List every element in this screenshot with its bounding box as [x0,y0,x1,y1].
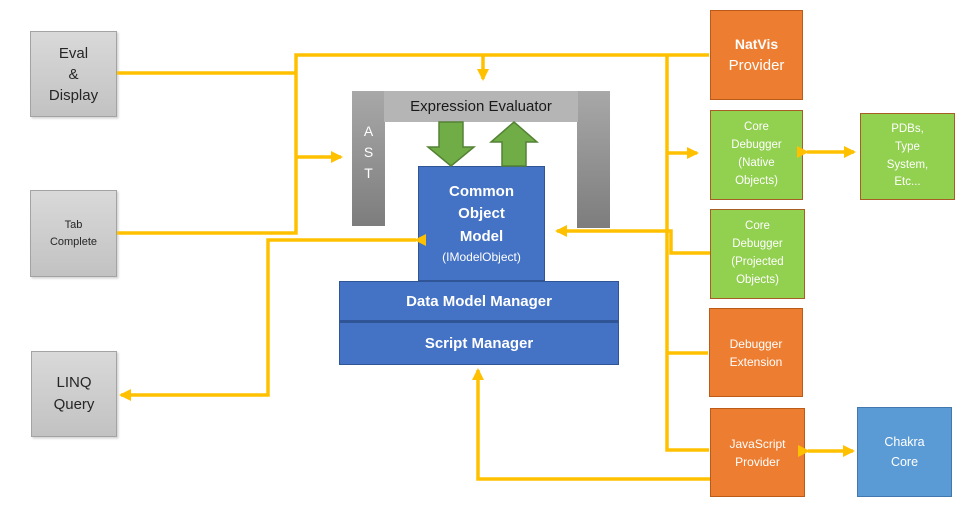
tab-complete-label: Tab Complete [49,219,98,248]
debugger-extension-label: Debugger Extension [729,336,783,369]
pdbs-label: PDBs, Type System, Etc... [886,122,929,189]
connector-projected-to-com [555,225,710,255]
connector-javascript-to-script-manager [472,368,710,481]
natvis-provider-subtitle: Provider [728,57,785,74]
eval-display-label: Eval & Display [48,44,99,104]
expression-evaluator-label: Expression Evaluator [410,98,552,115]
chakra-core-label: Chakra Core [884,435,925,469]
eval-display-box: Eval & Display [30,31,117,117]
linq-query-label: LINQ Query [53,374,95,413]
tab-complete-box: Tab Complete [30,190,117,277]
script-manager-box: Script Manager [339,322,619,365]
connector-tab-hub-natvis [117,53,709,235]
common-object-model-box: Common Object Model (IModelObject) [418,166,545,281]
connector-right-trunk [665,54,709,452]
common-object-model-subtitle: (IModelObject) [442,250,521,265]
debugger-extension-box: Debugger Extension [709,308,803,397]
chakra-core-box: Chakra Core [857,407,952,497]
expression-evaluator-right-pillar [577,91,610,228]
javascript-provider-label: JavaScript Provider [729,436,786,469]
script-manager-label: Script Manager [424,335,534,352]
pdbs-box: PDBs, Type System, Etc... [860,113,955,200]
linq-query-box: LINQ Query [31,351,117,437]
data-model-manager-label: Data Model Manager [406,292,552,310]
core-debugger-native-label: Core Debugger (Native Objects) [731,121,782,187]
natvis-provider-title: NatVis [734,36,779,52]
core-debugger-native-box: Core Debugger (Native Objects) [710,110,803,200]
core-debugger-projected-label: Core Debugger (Projected Objects) [731,220,784,286]
block-arrow-up-icon [488,121,540,167]
data-model-manager-box: Data Model Manager [339,281,619,322]
ast-label: A S T [363,123,374,181]
common-object-model-title: Common Object Model [449,182,514,245]
core-debugger-projected-box: Core Debugger (Projected Objects) [710,209,805,299]
block-arrow-down-icon [425,121,477,167]
natvis-provider-box: NatVis Provider [710,10,803,100]
javascript-provider-box: JavaScript Provider [710,408,805,497]
expression-evaluator-header: Expression Evaluator [384,91,578,122]
ast-pillar: A S T [352,91,385,226]
